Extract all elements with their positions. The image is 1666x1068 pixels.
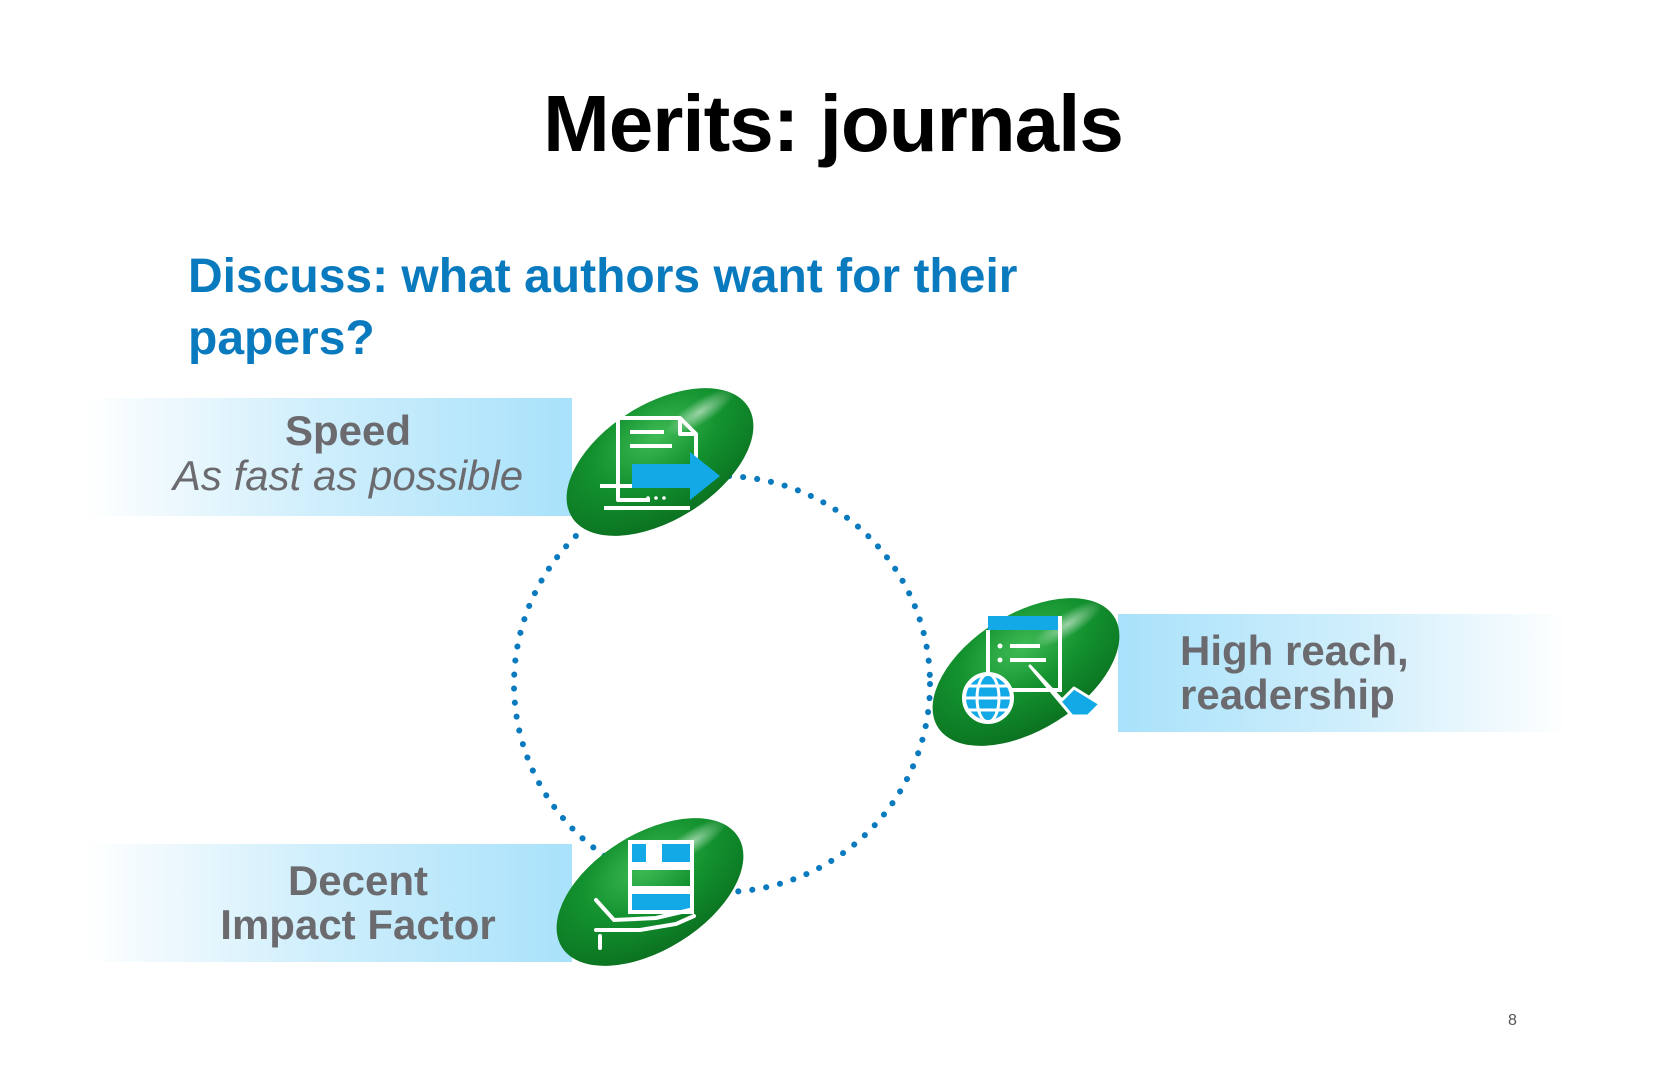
reach-node [932, 598, 1120, 746]
page-number: 8 [1508, 1012, 1517, 1029]
discussion-question: Discuss: what authors want for their pap… [188, 250, 1018, 365]
impact-node [556, 818, 744, 966]
speed-node [566, 388, 754, 536]
impact-title-line2: Impact Factor [220, 901, 496, 948]
reach-label-box: High reach, readership [1118, 614, 1568, 732]
reach-title-line1: High reach, [1180, 627, 1409, 674]
reach-title-line2: readership [1180, 671, 1395, 718]
globe-document-icon [962, 616, 1102, 724]
speed-label-box: Speed As fast as possible [84, 398, 572, 516]
slide-title: Merits: journals [543, 79, 1124, 168]
document-send-icon [600, 416, 720, 510]
impact-label-box: Decent Impact Factor [84, 844, 572, 962]
impact-title-line1: Decent [287, 857, 429, 904]
books-hand-icon [594, 840, 696, 950]
speed-title: Speed [284, 407, 412, 454]
speed-subtitle: As fast as possible [172, 452, 524, 499]
